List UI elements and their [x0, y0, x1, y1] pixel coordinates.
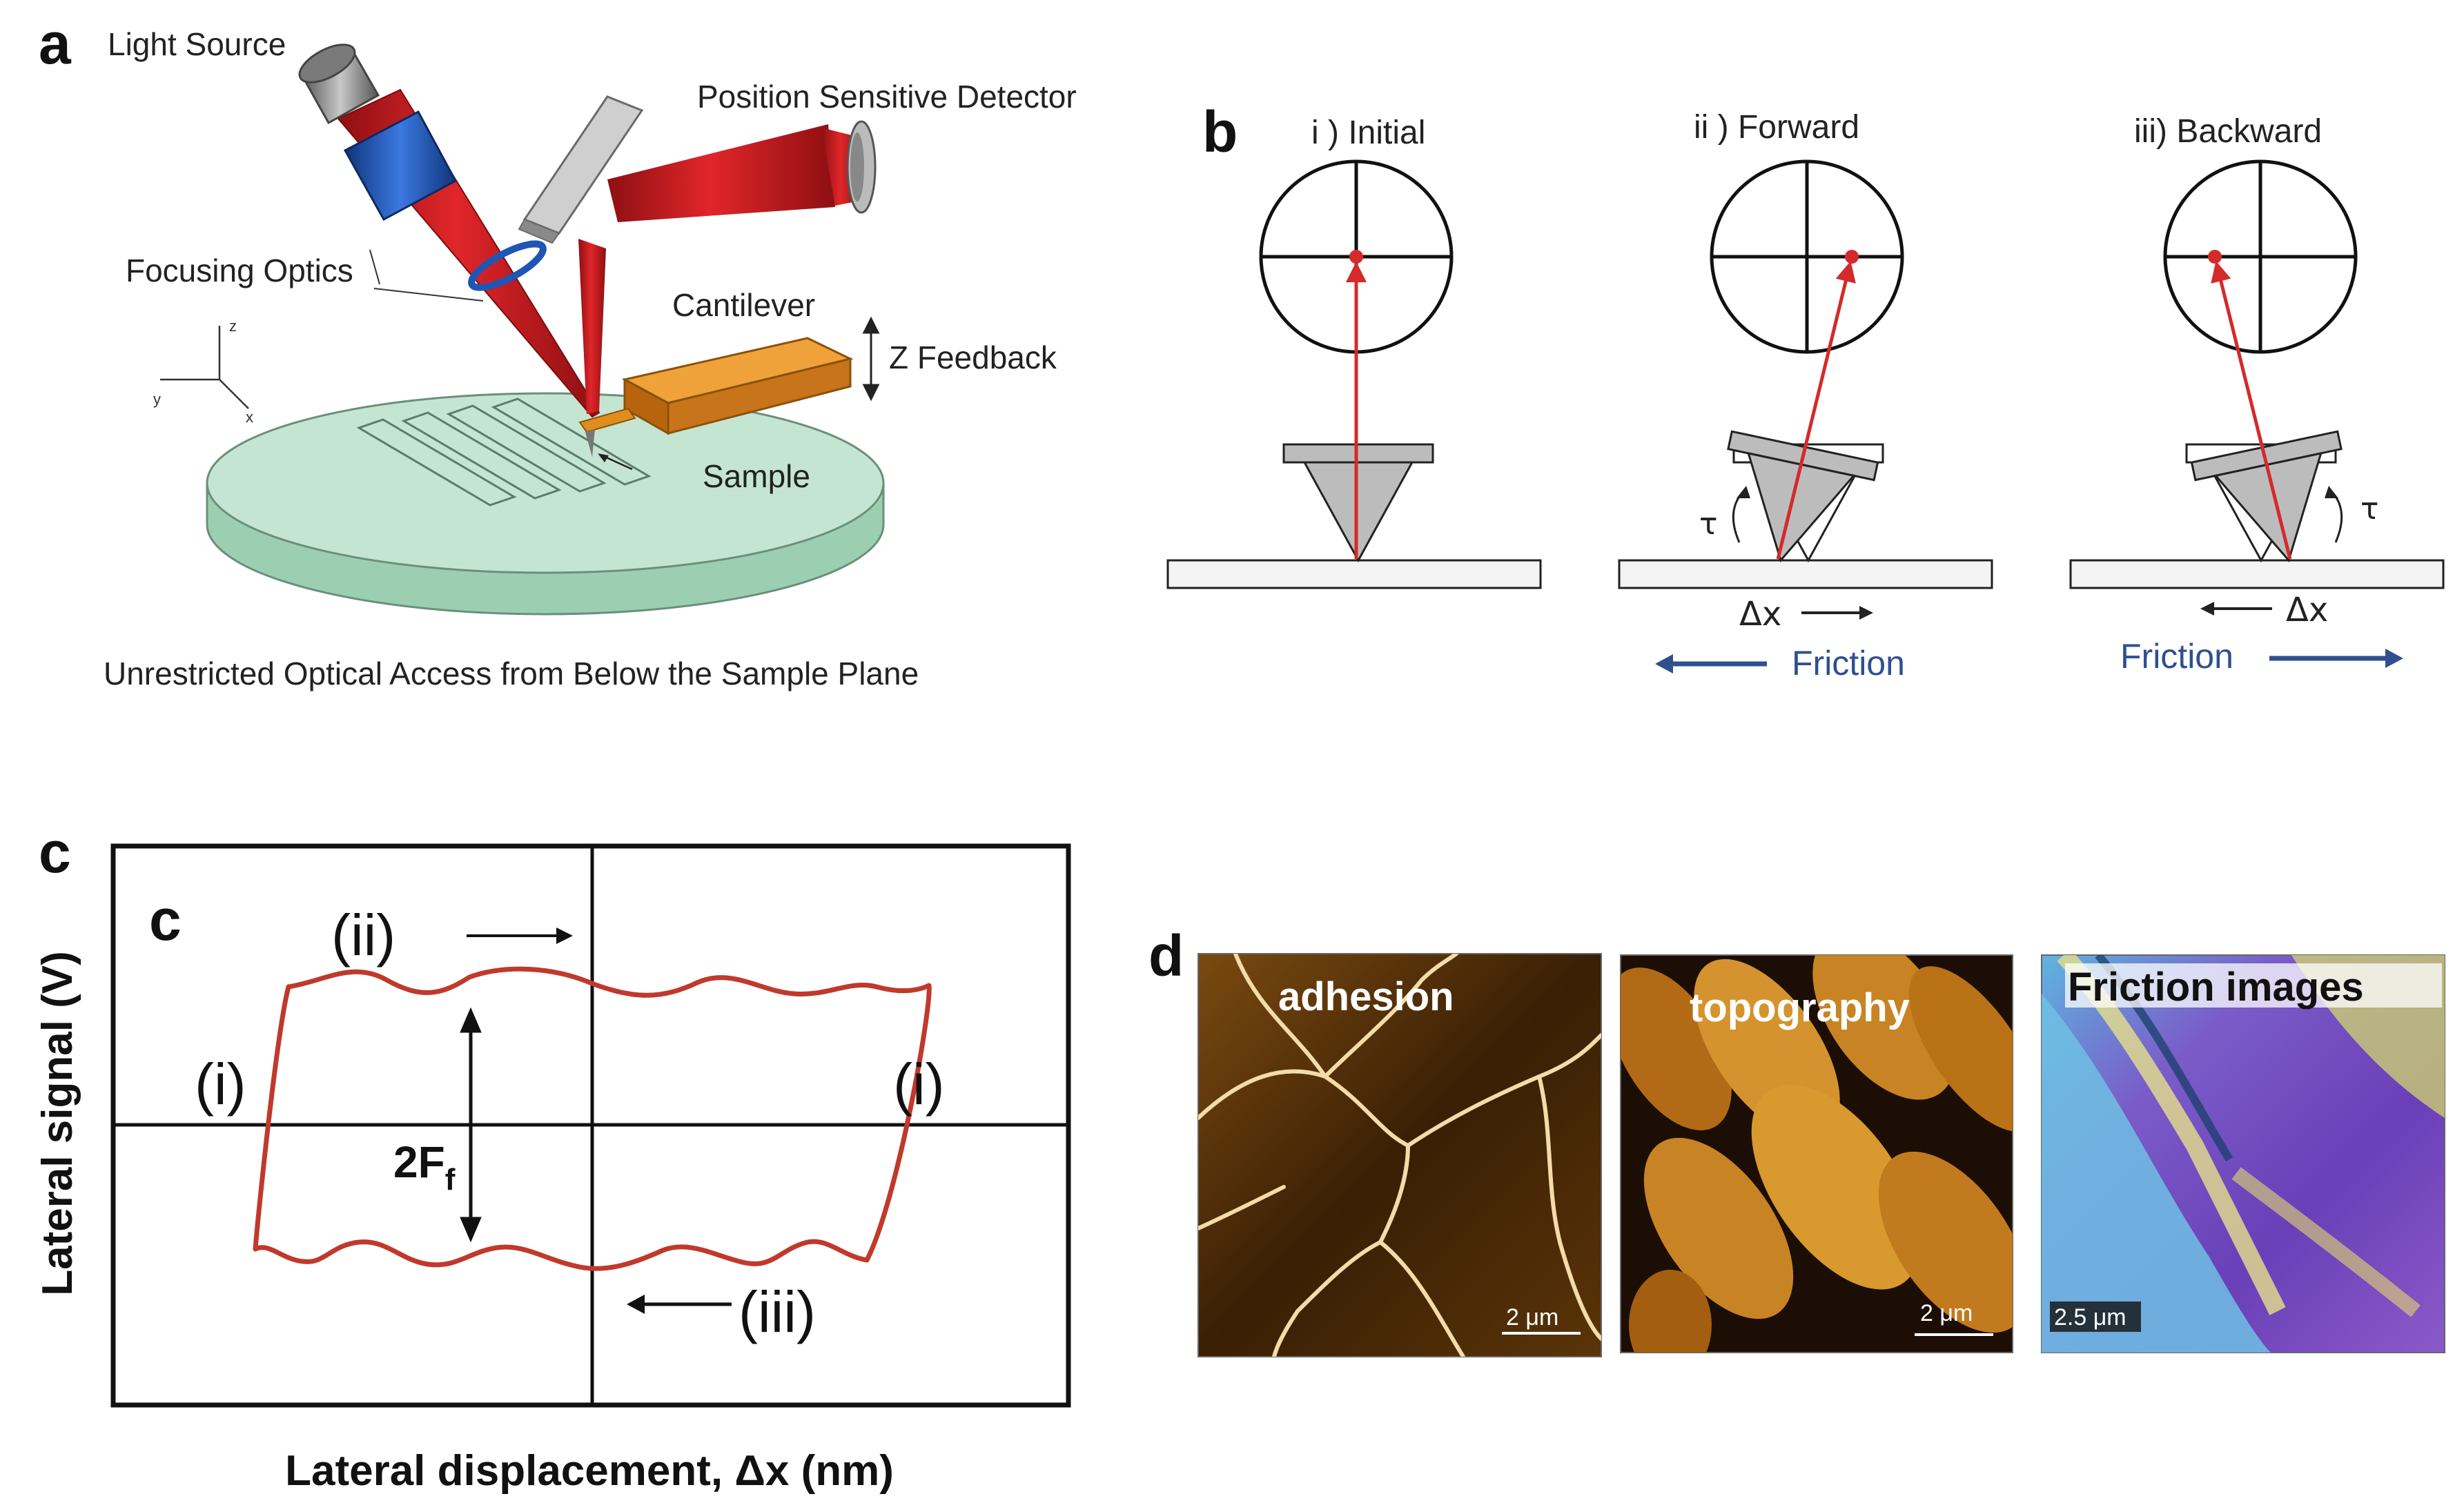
laser-beam-to-detector [607, 124, 835, 222]
substrate [1618, 559, 1993, 589]
sample-disk [206, 392, 885, 616]
topography-label: topography [1690, 985, 1910, 1030]
panel-b: b i ) Initial ii ) Forward [1166, 99, 2445, 682]
adhesion-scale: 2 μm [1506, 1304, 1558, 1330]
topography-scale: 2 μm [1920, 1300, 1973, 1326]
substrate [2069, 559, 2445, 589]
friction-label: Friction [1792, 644, 1905, 682]
panel-letter-a: a [39, 11, 72, 76]
panel-a: a z y x [39, 11, 1077, 691]
axis-y-label: y [153, 391, 161, 408]
torque-label: τ [2360, 491, 2379, 527]
friction-label: Friction [2120, 637, 2233, 676]
axis-triad [160, 326, 249, 409]
beam-spot [2208, 250, 2222, 264]
y-axis-label: Lateral signal (V) [34, 951, 81, 1296]
tip-twisted [2190, 430, 2343, 563]
panel-letter-c-inner: c [149, 887, 182, 952]
friction-image: Friction images 2.5 μm [2041, 954, 2445, 1353]
state-initial-title: i ) Initial [1311, 115, 1425, 151]
panel-letter-c-outer: c [39, 820, 71, 885]
panel-d: d adhesion 2 μm [1148, 923, 2445, 1357]
friction-images-label: Friction images [2068, 965, 2364, 1010]
panel-letter-b: b [1202, 99, 1238, 164]
cantilever-body [578, 337, 854, 457]
label-ii: (ii) [331, 903, 395, 967]
beam-spot [1349, 250, 1363, 264]
panel-a-caption: Unrestricted Optical Access from Below t… [104, 656, 919, 691]
focusing-optics [343, 110, 547, 291]
label-iii: (iii) [739, 1279, 816, 1344]
substrate [1166, 559, 1542, 589]
position-sensitive-detector [821, 120, 877, 214]
torque-arrow [1732, 490, 1745, 543]
label-i-left: (i) [195, 1052, 246, 1117]
beam-arrow [2211, 261, 2292, 560]
state-backward-title: iii) Backward [2134, 113, 2322, 150]
state-initial: i ) Initial [1166, 115, 1542, 589]
tip [1282, 443, 1434, 563]
state-forward: ii ) Forward τ Δx [1618, 109, 1993, 682]
axis-x-label: x [246, 409, 253, 426]
torque-label: τ [1699, 507, 1718, 542]
focusing-optics-leader-2 [373, 288, 484, 302]
friction-loop [253, 966, 932, 1271]
torque-arrow [2330, 490, 2343, 543]
force-label: 2Ff [393, 1137, 456, 1197]
label-i-right: (i) [893, 1052, 945, 1117]
panel-letter-d: d [1148, 923, 1184, 988]
adhesion-label: adhesion [1278, 974, 1454, 1019]
sample-label: Sample [703, 458, 810, 494]
detector-quadrant [1710, 159, 1904, 354]
light-source-lens [298, 43, 380, 125]
friction-scale: 2.5 μm [2054, 1304, 2126, 1330]
focusing-optics-label: Focusing Optics [126, 253, 353, 288]
axis-z-label: z [229, 317, 237, 335]
state-backward: iii) Backward τ Δx Friction [2069, 113, 2445, 676]
laser-beam-reflect-up [578, 239, 606, 414]
force-arrow [460, 1007, 482, 1243]
state-forward-title: ii ) Forward [1694, 109, 1859, 146]
adhesion-image: adhesion 2 μm [1197, 953, 1602, 1357]
panel-c: c c (ii) (i) (i) (iii) 2Ff Lateral signa… [34, 820, 1071, 1495]
displacement-label: Δx [1739, 595, 1781, 633]
detector-quadrant [2163, 159, 2358, 354]
displacement-label: Δx [2286, 591, 2328, 629]
detector-label: Position Sensitive Detector [697, 79, 1077, 115]
light-source-label: Light Source [108, 26, 286, 62]
x-axis-label: Lateral displacement, Δx (nm) [285, 1447, 894, 1495]
topography-image: topography 2 μm [1620, 954, 2013, 1353]
cantilever-label: Cantilever [672, 287, 815, 323]
beam-arrow [1776, 261, 1856, 560]
z-feedback-label: Z Feedback [889, 340, 1057, 375]
beam-spot [1845, 250, 1859, 264]
z-feedback-arrow [862, 316, 880, 402]
focusing-optics-leader [369, 249, 380, 285]
mirror [518, 95, 644, 244]
